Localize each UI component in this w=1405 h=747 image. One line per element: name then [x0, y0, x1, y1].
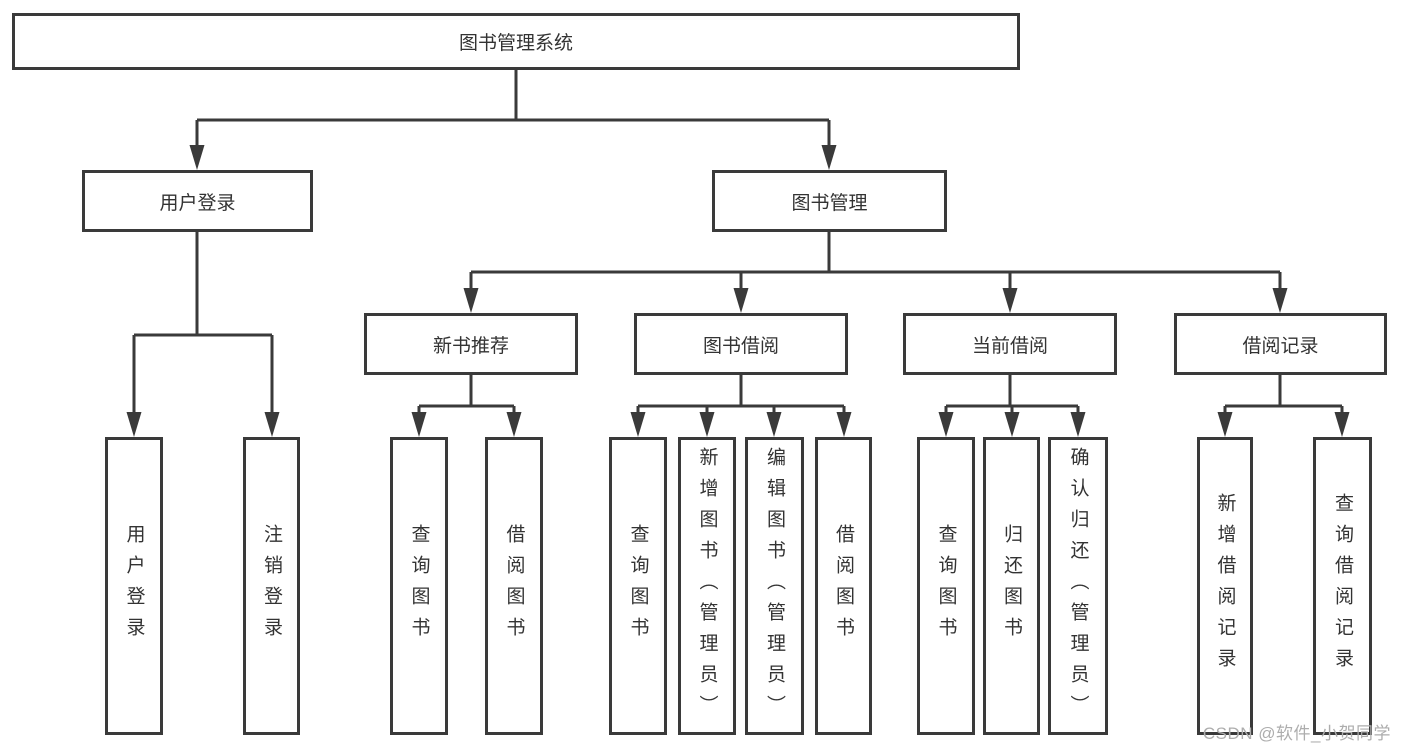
- leaf-logout-label: 注销登录: [261, 524, 282, 648]
- node-root-label: 图书管理系统: [458, 33, 573, 54]
- leaf-user-login: 用户登录: [105, 437, 163, 735]
- leaf-return-books-label: 归还图书: [1001, 524, 1022, 648]
- leaf-query-books-borrow-label: 查询图书: [627, 524, 649, 648]
- leaf-add-borrow-record-label: 新增借阅记录: [1214, 493, 1236, 679]
- leaf-confirm-return-admin-label: 确认归还（管理员）: [1067, 446, 1089, 726]
- leaf-add-borrow-record: 新增借阅记录: [1197, 437, 1253, 735]
- node-new-book-rec: 新书推荐: [364, 313, 578, 375]
- node-book-borrow: 图书借阅: [634, 313, 848, 375]
- node-borrow-records-label: 借阅记录: [1242, 335, 1319, 357]
- leaf-borrow-books: 借阅图书: [815, 437, 872, 735]
- leaf-query-books-new-label: 查询图书: [408, 524, 430, 648]
- leaf-logout: 注销登录: [243, 437, 300, 735]
- node-user-login-label: 用户登录: [159, 192, 236, 214]
- leaf-borrow-books-new-label: 借阅图书: [503, 524, 525, 648]
- node-current-borrow: 当前借阅: [903, 313, 1117, 375]
- leaf-query-borrow-record-label: 查询借阅记录: [1332, 493, 1353, 679]
- leaf-query-books-new: 查询图书: [390, 437, 448, 735]
- leaf-add-books-admin: 新增图书（管理员）: [678, 437, 736, 735]
- leaf-edit-books-admin: 编辑图书（管理员）: [745, 437, 804, 735]
- watermark: CSDN @软件_小贺同学: [1202, 724, 1391, 743]
- leaf-edit-books-admin-label: 编辑图书（管理员）: [764, 446, 785, 726]
- leaf-return-books: 归还图书: [983, 437, 1040, 735]
- node-user-login: 用户登录: [82, 170, 313, 232]
- node-current-borrow-label: 当前借阅: [971, 335, 1048, 357]
- leaf-query-borrow-record: 查询借阅记录: [1313, 437, 1372, 735]
- node-root: 图书管理系统: [12, 13, 1020, 70]
- leaf-add-books-admin-label: 新增图书（管理员）: [696, 446, 718, 726]
- node-borrow-records: 借阅记录: [1174, 313, 1387, 375]
- leaf-borrow-books-new: 借阅图书: [485, 437, 543, 735]
- leaf-query-books-borrow: 查询图书: [609, 437, 667, 735]
- node-book-mgmt-label: 图书管理: [791, 192, 868, 214]
- leaf-query-books-current-label: 查询图书: [935, 524, 957, 648]
- leaf-user-login-label: 用户登录: [123, 524, 145, 648]
- node-book-mgmt: 图书管理: [712, 170, 947, 232]
- node-new-book-rec-label: 新书推荐: [432, 335, 509, 357]
- node-book-borrow-label: 图书借阅: [702, 335, 779, 357]
- leaf-borrow-books-label: 借阅图书: [833, 524, 854, 648]
- leaf-confirm-return-admin: 确认归还（管理员）: [1048, 437, 1108, 735]
- leaf-query-books-current: 查询图书: [917, 437, 975, 735]
